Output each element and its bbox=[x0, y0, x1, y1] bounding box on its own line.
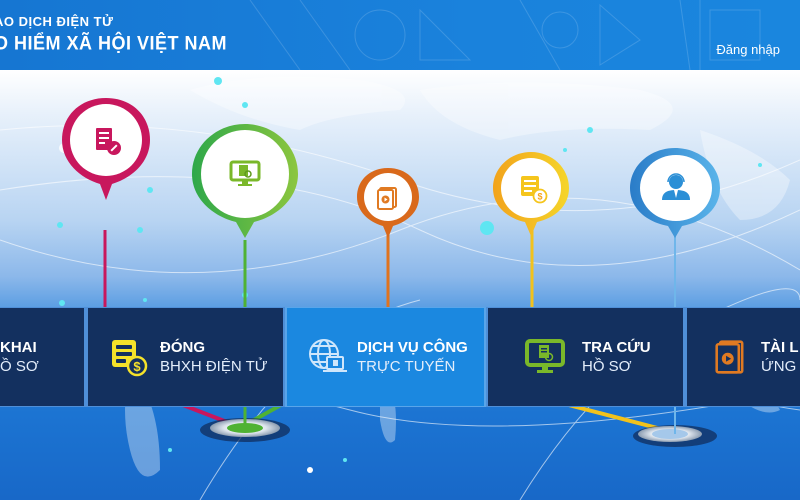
menu-item-subtitle: ỨNG bbox=[761, 358, 797, 375]
globe-laptop-icon bbox=[309, 339, 347, 372]
pin-lookup[interactable] bbox=[188, 120, 302, 242]
money-document-icon: $ bbox=[112, 340, 148, 377]
service-menu: KHAI Ồ SƠ $ ĐÓNG BHXH ĐIỆN TỬ bbox=[0, 307, 800, 407]
menu-item-online-services[interactable]: DỊCH VỤ CÔNG TRỰC TUYẾN bbox=[285, 307, 486, 407]
menu-item-subtitle: HỒ SƠ bbox=[582, 358, 632, 375]
menu-item-payment[interactable]: $ ĐÓNG BHXH ĐIỆN TỬ bbox=[86, 307, 285, 407]
login-link[interactable]: Đăng nhập bbox=[716, 42, 780, 57]
support-agent-icon bbox=[662, 173, 690, 200]
money-document-icon: $ bbox=[521, 176, 548, 204]
menu-item-declare[interactable]: KHAI Ồ SƠ bbox=[0, 307, 86, 407]
brand-name: O HIỂM XÃ HỘI VIỆT NAM bbox=[0, 32, 228, 54]
svg-text:$: $ bbox=[133, 359, 141, 374]
pin-payment[interactable]: $ bbox=[491, 150, 571, 242]
hero-stage: $ KHAI Ồ SƠ bbox=[0, 70, 800, 500]
menu-item-lookup[interactable]: TRA CỨU HỒ SƠ bbox=[486, 307, 685, 407]
menu-item-title: DỊCH VỤ CÔNG bbox=[357, 338, 468, 356]
menu-item-title: TÀI L bbox=[761, 338, 799, 356]
site-header: AO DỊCH ĐIỆN TỬ O HIỂM XÃ HỘI VIỆT NAM Đ… bbox=[0, 0, 800, 70]
pin-support[interactable] bbox=[628, 146, 722, 242]
menu-item-title: TRA CỨU bbox=[582, 338, 651, 356]
book-play-icon bbox=[715, 340, 744, 374]
menu-item-documents[interactable]: TÀI L ỨNG bbox=[685, 307, 800, 407]
svg-text:$: $ bbox=[537, 192, 542, 202]
monitor-search-icon bbox=[229, 160, 261, 186]
monitor-search-icon bbox=[525, 339, 565, 373]
menu-item-title: KHAI bbox=[0, 338, 37, 356]
document-edit-icon bbox=[96, 128, 121, 155]
pin-docs[interactable] bbox=[355, 166, 421, 244]
menu-item-subtitle: Ồ SƠ bbox=[0, 358, 39, 375]
menu-item-subtitle: BHXH ĐIỆN TỬ bbox=[160, 358, 268, 375]
brand-title: AO DỊCH ĐIỆN TỬ O HIỂM XÃ HỘI VIỆT NAM bbox=[0, 14, 228, 54]
header-pattern bbox=[249, 0, 761, 70]
brand-subtitle: AO DỊCH ĐIỆN TỬ bbox=[0, 14, 114, 29]
menu-item-subtitle: TRỰC TUYẾN bbox=[357, 358, 456, 375]
pin-declare[interactable] bbox=[58, 94, 154, 214]
book-play-icon bbox=[377, 187, 397, 210]
menu-item-title: ĐÓNG bbox=[160, 338, 205, 356]
